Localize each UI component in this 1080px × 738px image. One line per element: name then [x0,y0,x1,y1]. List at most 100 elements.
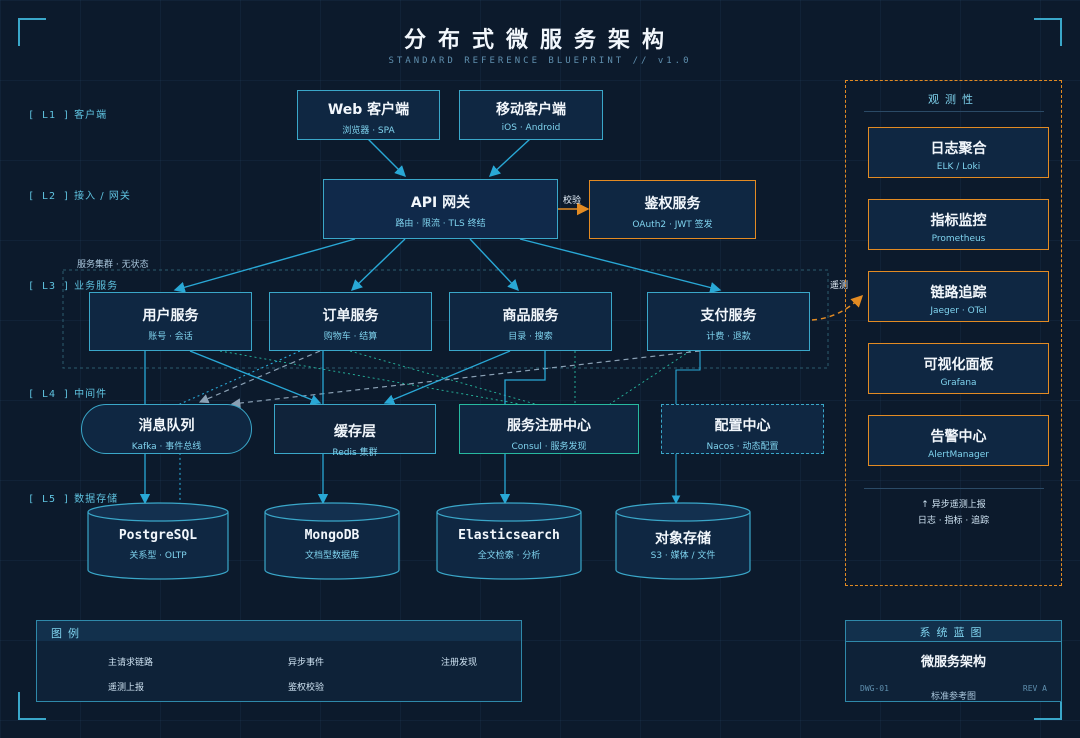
elasticsearch-sub: 全文检索 · 分析 [477,551,541,561]
gateway-sub: 路由 · 限流 · TLS 终结 [395,219,486,229]
diagram-title: 分布式微服务架构 [403,28,676,53]
legend-heading: 图例 [51,627,85,640]
order-service-title: 订单服务 [322,308,379,324]
service-cluster-label: 服务集群 · 无状态 [77,260,149,270]
cylinder-shapes [87,502,751,580]
frame-corner-bottom-right [1034,692,1062,720]
edge-user-cache [189,350,322,405]
diagram-subtitle: STANDARD REFERENCE BLUEPRINT // v1.0 [388,56,692,66]
title-block-rev: REV A [1022,684,1047,693]
dashboard-node[interactable]: 可视化面板 Grafana [868,343,1049,394]
log-sub: ELK / Loki [936,162,981,172]
mq-title: 消息队列 [138,418,195,434]
mongodb-sub: 文档型数据库 [304,551,359,561]
legend-label-async: 异步事件 [288,658,325,668]
cache-sub: Redis 集群 [332,448,378,458]
auth-service-node[interactable]: 鉴权服务 OAuth2 · JWT 签发 [589,180,756,239]
payment-service-node[interactable]: 支付服务 计费 · 退款 [647,292,810,351]
order-service-sub: 购物车 · 结算 [323,332,378,342]
mobile-client-title: 移动客户端 [496,102,566,118]
edge-gateway-user [173,238,356,293]
mobile-client-sub: iOS · Android [501,123,561,133]
payment-service-title: 支付服务 [700,308,757,324]
config-center-node[interactable]: 配置中心 Nacos · 动态配置 [661,404,824,454]
layer-label-l4: [ L4 ]中间件 [28,389,108,400]
message-queue-node[interactable]: 消息队列 Kafka · 事件总线 [81,404,252,454]
edge-registry-payment [609,350,691,405]
mongodb-title: MongoDB [304,528,360,543]
title-block-code: DWG-01 [860,684,889,693]
user-service-sub: 账号 · 会话 [148,332,193,342]
title-block-standard: 标准参考图 [930,692,976,702]
edge-gateway-product [469,238,519,292]
title-block-heading: 系统蓝图 [919,626,988,639]
layer-label-l1: [ L1 ]客户端 [28,110,108,121]
frame-corner-top-right [1034,18,1062,46]
observability-heading: 观测性 [928,93,979,106]
registry-title: 服务注册中心 [507,418,591,434]
observability-divider-bottom [864,488,1044,489]
observability-divider-top [864,111,1044,112]
title-block-name: 微服务架构 [920,655,986,670]
edge-gateway-payment [519,238,722,294]
service-registry-node[interactable]: 服务注册中心 Consul · 服务发现 [459,404,639,454]
legend-label-main: 主请求链路 [108,658,154,668]
object-storage-node[interactable]: 对象存储 S3 · 媒体 / 文件 [616,503,750,581]
service-cluster-region [62,269,829,369]
layer-label-l2: [ L2 ]接入 / 网关 [28,191,131,202]
telemetry-label: 遥测 [830,281,849,291]
log-title: 日志聚合 [930,141,987,157]
web-client-title: Web 客户端 [327,102,410,118]
product-service-title: 商品服务 [502,308,559,324]
edge-web-gateway [367,138,406,177]
edge-mobile-gateway [488,138,531,177]
mongodb-node[interactable]: MongoDB 文档型数据库 [265,503,399,581]
edge-registry-user [219,350,521,405]
dashboard-sub: Grafana [940,378,977,388]
cache-title: 缓存层 [334,424,376,440]
alert-center-node[interactable]: 告警中心 AlertManager [868,415,1049,466]
observability-panel: 观测性 日志聚合 ELK / Loki 指标监控 Prometheus 链路追踪… [845,80,1062,586]
log-aggregation-node[interactable]: 日志聚合 ELK / Loki [868,127,1049,178]
elasticsearch-node[interactable]: Elasticsearch 全文检索 · 分析 [437,503,581,581]
user-service-node[interactable]: 用户服务 账号 · 会话 [89,292,252,351]
metrics-node[interactable]: 指标监控 Prometheus [868,199,1049,250]
product-service-sub: 目录 · 搜索 [508,332,553,342]
order-service-node[interactable]: 订单服务 购物车 · 结算 [269,292,432,351]
layer-label-l5: [ L5 ]数据存储 [28,494,119,505]
postgresql-node[interactable]: PostgreSQL 关系型 · OLTP [88,503,228,581]
edge-async-payment [230,350,701,408]
legend-label-registry: 注册发现 [441,658,478,668]
metrics-title: 指标监控 [930,213,987,229]
edge-async-order [198,350,321,404]
frame-corner-top-left [18,18,46,46]
payment-service-sub: 计费 · 退款 [706,332,751,342]
cache-node[interactable]: 缓存层 Redis 集群 [274,404,436,458]
gateway-title: API 网关 [410,195,471,211]
alert-sub: AlertManager [928,450,989,460]
auth-sub: OAuth2 · JWT 签发 [632,220,713,230]
observability-footer-line1: ↑ 异步遥测上报 [921,500,986,510]
api-gateway-node[interactable]: API 网关 路由 · 限流 · TLS 终结 [323,179,558,239]
alert-title: 告警中心 [930,429,987,445]
object-storage-sub: S3 · 媒体 / 文件 [650,551,716,561]
observability-footer-line2: 日志 · 指标 · 追踪 [917,516,990,526]
tracing-title: 链路追踪 [930,285,987,301]
edge-gateway-order [350,238,406,291]
product-service-node[interactable]: 商品服务 目录 · 搜索 [449,292,612,351]
title-block-header: 系统蓝图 [846,621,1061,642]
postgresql-sub: 关系型 · OLTP [129,551,187,561]
user-service-title: 用户服务 [142,308,199,324]
legend-header: 图例 [37,621,521,641]
frame-corner-bottom-left [18,692,46,720]
registry-sub: Consul · 服务发现 [511,442,587,452]
postgresql-title: PostgreSQL [118,528,198,543]
config-title: 配置中心 [714,418,771,434]
mq-sub: Kafka · 事件总线 [131,442,202,452]
auth-title: 鉴权服务 [644,196,701,212]
mobile-client-node[interactable]: 移动客户端 iOS · Android [459,90,603,140]
dashboard-title: 可视化面板 [923,357,994,373]
legend-panel: 图例 [36,620,522,702]
web-client-node[interactable]: Web 客户端 浏览器 · SPA [297,90,440,140]
tracing-node[interactable]: 链路追踪 Jaeger · OTel [868,271,1049,322]
